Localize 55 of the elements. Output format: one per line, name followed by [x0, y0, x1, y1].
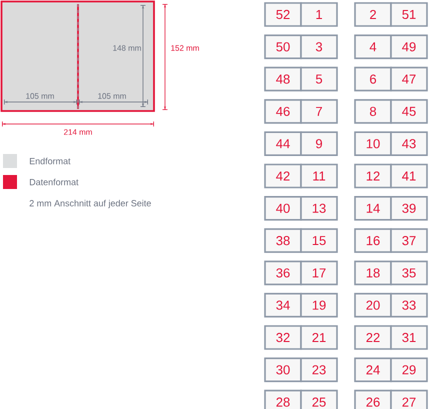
page-cell: 9 [300, 131, 338, 156]
page-cell: 26 [354, 390, 392, 409]
page-cell: 12 [354, 164, 392, 188]
page-cell: 7 [300, 99, 338, 124]
page-cell: 47 [390, 66, 428, 92]
page-cell: 48 [264, 66, 302, 92]
page-cell: 20 [354, 292, 392, 318]
page-cell: 4 [354, 34, 392, 60]
page-cell: 10 [354, 131, 392, 156]
page-cell: 29 [390, 358, 428, 382]
page-cell: 30 [264, 358, 302, 382]
page-cell: 16 [354, 228, 392, 253]
page-cell: 37 [390, 228, 428, 253]
page-cell: 33 [390, 292, 428, 318]
page-cell: 6 [354, 66, 392, 92]
page-cell: 2 [354, 2, 392, 27]
page-cell: 14 [354, 196, 392, 221]
page-cell: 8 [354, 99, 392, 124]
page-cell: 22 [354, 325, 392, 350]
page-cell: 19 [300, 292, 338, 318]
page-cell: 31 [390, 325, 428, 350]
page-cell: 40 [264, 196, 302, 221]
page-cell: 21 [300, 325, 338, 350]
page-cell: 41 [390, 164, 428, 188]
legend-label: Endformat [30, 158, 70, 164]
page-cell: 17 [300, 260, 338, 286]
page-cell: 46 [264, 99, 302, 124]
page-cell: 24 [354, 358, 392, 382]
page-cell: 45 [390, 99, 428, 124]
page-cell: 52 [264, 2, 302, 27]
page-cell: 27 [390, 390, 428, 409]
note-text: 2 mm Anschnitt auf jeder Seite [30, 200, 151, 208]
page-cell: 34 [264, 292, 302, 318]
page-cell: 44 [264, 131, 302, 156]
page-cell: 43 [390, 131, 428, 156]
page-cell: 36 [264, 260, 302, 286]
page-cell: 32 [264, 325, 302, 350]
page-cell: 39 [390, 196, 428, 221]
page-cell: 13 [300, 196, 338, 221]
page-cell: 28 [264, 390, 302, 409]
page-cell: 11 [300, 164, 338, 188]
page-cell: 42 [264, 164, 302, 188]
page-cell: 51 [390, 2, 428, 27]
page-cell: 18 [354, 260, 392, 286]
page-cell: 25 [300, 390, 338, 409]
page-cell: 15 [300, 228, 338, 253]
page-cell: 23 [300, 358, 338, 382]
page-cell: 35 [390, 260, 428, 286]
page-cell: 1 [300, 2, 338, 27]
page-cell: 50 [264, 34, 302, 60]
page-cell: 5 [300, 66, 338, 92]
page-cell: 49 [390, 34, 428, 60]
legend-label: Datenformat [30, 178, 78, 186]
page-cell: 38 [264, 228, 302, 253]
page-cell: 3 [300, 34, 338, 60]
